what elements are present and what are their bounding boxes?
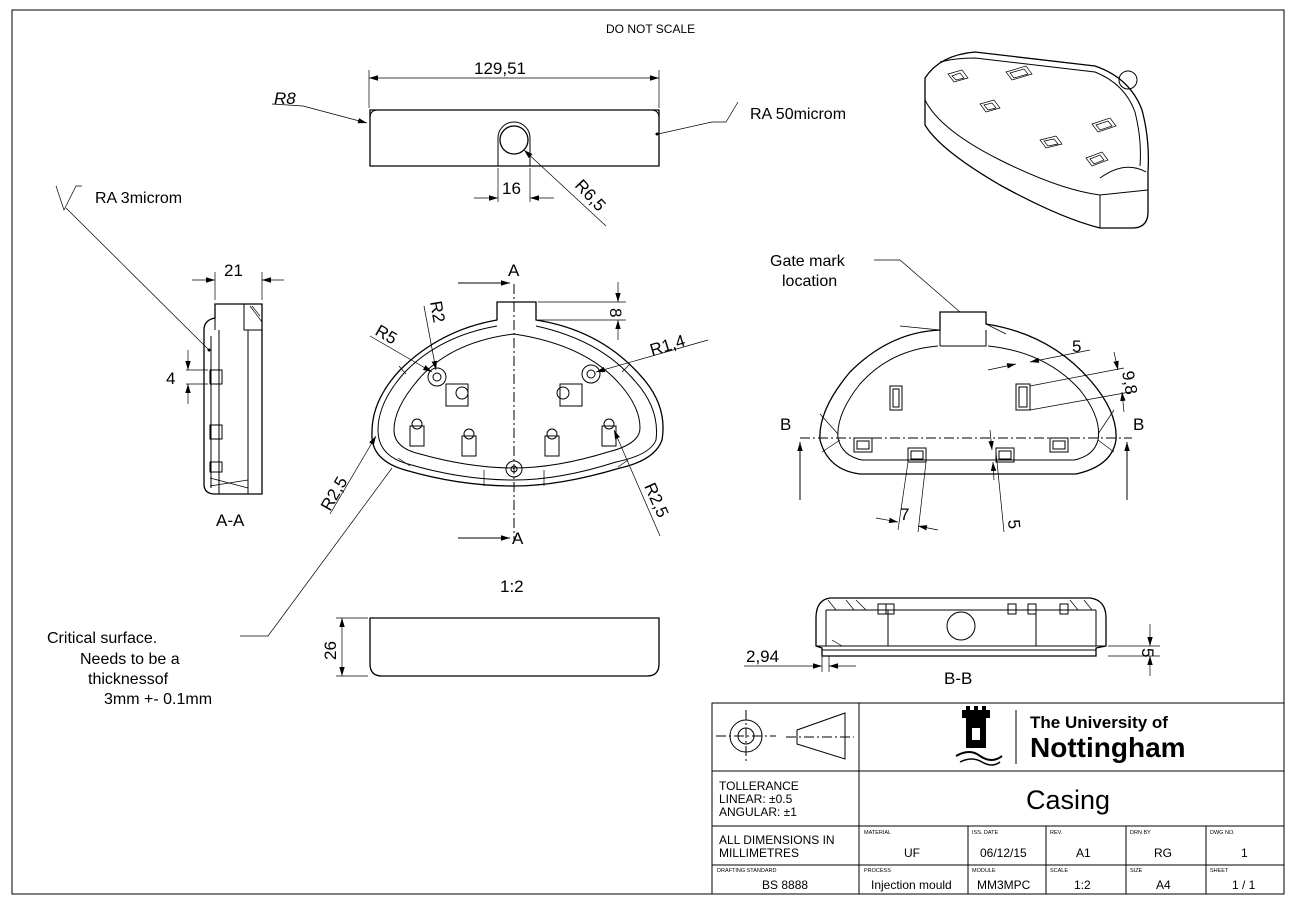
title-block: The University of Nottingham TOLLERANCE … xyxy=(711,702,1285,895)
dim-21: 21 xyxy=(224,261,243,280)
rev-label: REV. xyxy=(1050,830,1063,836)
drafting-standard-value: BS 8888 xyxy=(762,878,808,892)
dim-294: 2,94 xyxy=(746,647,779,666)
university-crest-icon xyxy=(955,706,1003,766)
module-label: MODULE xyxy=(972,868,996,874)
dim-5-top: 5 xyxy=(1072,337,1081,356)
dim-top-width: 129,51 xyxy=(474,59,526,78)
size-label: SIZE xyxy=(1130,868,1143,874)
label-a-bottom: A xyxy=(512,529,524,548)
drn-by-value: RG xyxy=(1154,846,1172,860)
size-value: A4 xyxy=(1156,878,1171,892)
front-view: 26 Critical surface. Needs to be a thick… xyxy=(47,467,660,708)
iss-date-value: 06/12/15 xyxy=(980,846,1027,860)
dim-r65: R6,5 xyxy=(571,176,609,215)
material-value: UF xyxy=(904,846,920,860)
plan-view: A A 8 R5 R2 R1,4 R2,5 R2,5 1:2 xyxy=(317,261,709,596)
section-aa-view: 21 4 RA 3microm A-A xyxy=(55,185,284,530)
tolerance-angular: ANGULAR: ±1 xyxy=(719,805,797,819)
label-b-right: B xyxy=(1133,415,1144,434)
label-section-bb: B-B xyxy=(944,669,972,688)
dim-8: 8 xyxy=(606,308,625,317)
units-line2: MILLIMETRES xyxy=(719,846,799,860)
rev-value: A1 xyxy=(1076,846,1091,860)
process-value: Injection mould xyxy=(871,878,952,892)
scale-value: 1:2 xyxy=(1074,878,1091,892)
dim-98: 9,8 xyxy=(1118,369,1141,396)
sheet-label: SHEET xyxy=(1210,868,1229,874)
tolerance-linear: LINEAR: ±0.5 xyxy=(719,792,793,806)
note-critical-3: thicknessof xyxy=(88,671,169,688)
label-scale: 1:2 xyxy=(500,577,524,596)
note-critical-1: Critical surface. xyxy=(47,630,157,647)
dim-r2: R2 xyxy=(426,299,448,324)
dim-5-bottom: 5 xyxy=(1004,519,1024,530)
projection-symbol-icon xyxy=(716,710,854,762)
label-section-aa: A-A xyxy=(216,511,245,530)
tolerance-title: TOLLERANCE xyxy=(719,779,799,793)
note-ra3: RA 3microm xyxy=(95,190,182,207)
section-bb-view: 2,94 5 B-B xyxy=(744,597,1160,688)
sheet-value: 1 / 1 xyxy=(1232,878,1256,892)
drawing-title: Casing xyxy=(1026,785,1110,815)
sheet-border xyxy=(11,9,1285,895)
label-a-top: A xyxy=(508,261,520,280)
underside-view: B B Gate mark location 5 9,8 7 5 xyxy=(770,253,1144,533)
iss-date-label: ISS. DATE xyxy=(972,830,999,836)
dim-r5: R5 xyxy=(372,321,400,348)
top-view: 129,51 R8 16 R6,5 RA 50microm xyxy=(271,59,846,227)
units-line1: ALL DIMENSIONS IN xyxy=(719,833,835,847)
dim-r25-right: R2,5 xyxy=(640,480,672,521)
dim-r25-left: R2,5 xyxy=(317,473,351,514)
dwg-no-label: DWG NO. xyxy=(1210,830,1235,836)
university-name-line1: The University of xyxy=(1030,713,1168,732)
dim-4: 4 xyxy=(166,369,175,388)
process-label: PROCESS xyxy=(864,868,891,874)
material-label: MATERIAL xyxy=(864,830,891,836)
university-name-line2: Nottingham xyxy=(1030,732,1186,763)
label-b-left: B xyxy=(780,415,791,434)
dim-r8: R8 xyxy=(274,89,296,108)
note-critical-2: Needs to be a xyxy=(80,651,180,668)
scale-label: SCALE xyxy=(1050,868,1068,874)
isometric-view xyxy=(924,51,1150,229)
dim-r14: R1,4 xyxy=(648,331,688,360)
note-ra50: RA 50microm xyxy=(750,106,846,123)
note-gate-2: location xyxy=(782,273,837,290)
dim-26: 26 xyxy=(321,641,340,660)
dwg-no-value: 1 xyxy=(1241,846,1248,860)
do-not-scale-note: DO NOT SCALE xyxy=(606,22,695,36)
dim-16: 16 xyxy=(502,179,521,198)
note-gate-1: Gate mark xyxy=(770,253,846,270)
module-value: MM3MPC xyxy=(977,878,1031,892)
drn-by-label: DRN BY xyxy=(1130,830,1151,836)
drafting-standard-label: DRAFTING STANDARD xyxy=(717,868,777,874)
dim-7: 7 xyxy=(900,505,909,524)
dim-5-bb: 5 xyxy=(1138,648,1157,657)
note-critical-4: 3mm +- 0.1mm xyxy=(104,691,212,708)
